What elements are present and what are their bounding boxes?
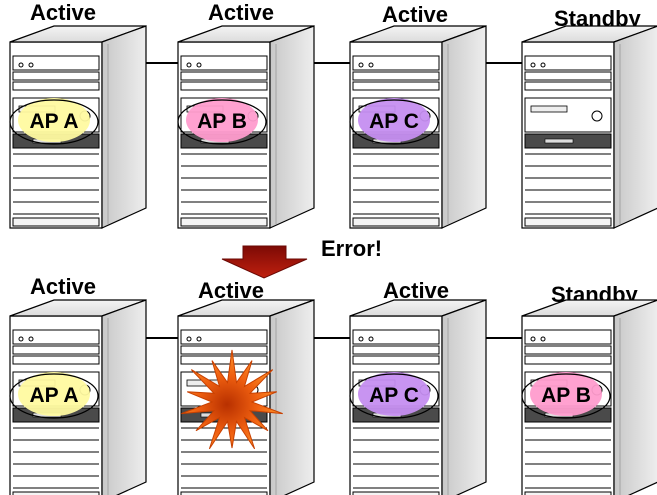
app-label-1-before: AP A [29,110,78,133]
error-label: Error! [321,236,383,261]
server-1-after: AP A [9,299,147,495]
server-1-state-before: Active [30,0,97,25]
app-label-3-after: AP C [369,384,419,407]
app-label-4-after: AP B [541,384,591,407]
server-2-before: AP B [177,25,315,229]
server-2-state-after: Active [198,278,265,303]
server-1-state-after: Active [30,274,97,299]
server-3-before: AP C [349,25,487,229]
server-2-after [177,299,315,495]
app-label-1-after: AP A [29,384,78,407]
server-3-after: AP C [349,299,487,495]
app-blob-4-after [530,372,602,416]
server-1-before: AP A [9,25,147,229]
app-blob-1-before [18,98,90,142]
failure-burst-icon [181,349,283,450]
server-4-after: AP B [521,299,657,495]
server-3-state-before: Active [382,2,449,27]
app-blob-3-after [358,372,430,416]
server-4-before [521,25,657,229]
app-blob-1-after [18,372,90,416]
down-arrow-icon [221,245,308,279]
server-3-state-after: Active [383,278,450,303]
app-blob-3-before [358,98,430,142]
app-label-3-before: AP C [369,110,419,133]
app-label-2-before: AP B [197,110,247,133]
app-blob-2-before [186,98,258,142]
server-2-state-before: Active [208,0,275,25]
